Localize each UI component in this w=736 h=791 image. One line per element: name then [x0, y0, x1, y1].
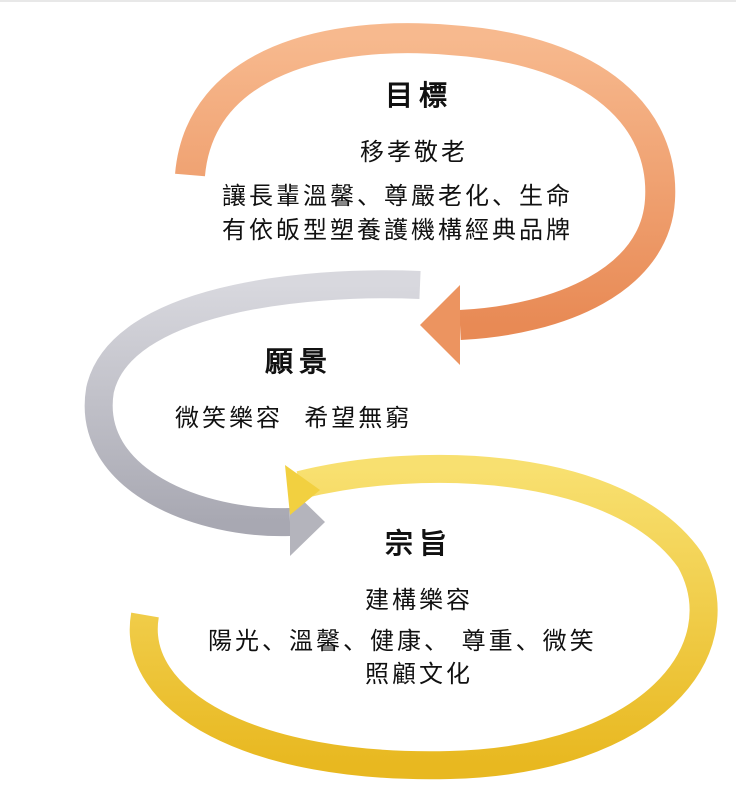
mission-subtitle: 建構樂容 — [365, 586, 473, 614]
mission-line-1: 陽光、溫馨、健康、 尊重、微笑 — [208, 627, 597, 655]
yellow-arrow-arc — [129, 454, 718, 780]
gray-arrow-arc — [84, 270, 421, 537]
vision-title: 願景 — [265, 345, 334, 378]
goal-line-2: 有依皈型塑養護機構經典品牌 — [222, 216, 573, 244]
orange-arrow-arc — [175, 23, 676, 340]
goal-title: 目標 — [385, 79, 454, 112]
mission-line-2: 照顧文化 — [365, 660, 473, 688]
orange-arrowhead — [420, 285, 460, 365]
vision-text: 微笑樂容 希望無窮 — [175, 404, 413, 432]
mission-title: 宗旨 — [385, 527, 454, 560]
yellow-arrowhead — [285, 465, 320, 515]
top-border — [0, 0, 736, 2]
goal-subtitle: 移孝敬老 — [360, 138, 468, 166]
goal-line-1: 讓長輩溫馨、尊嚴老化、生命 — [222, 182, 573, 210]
